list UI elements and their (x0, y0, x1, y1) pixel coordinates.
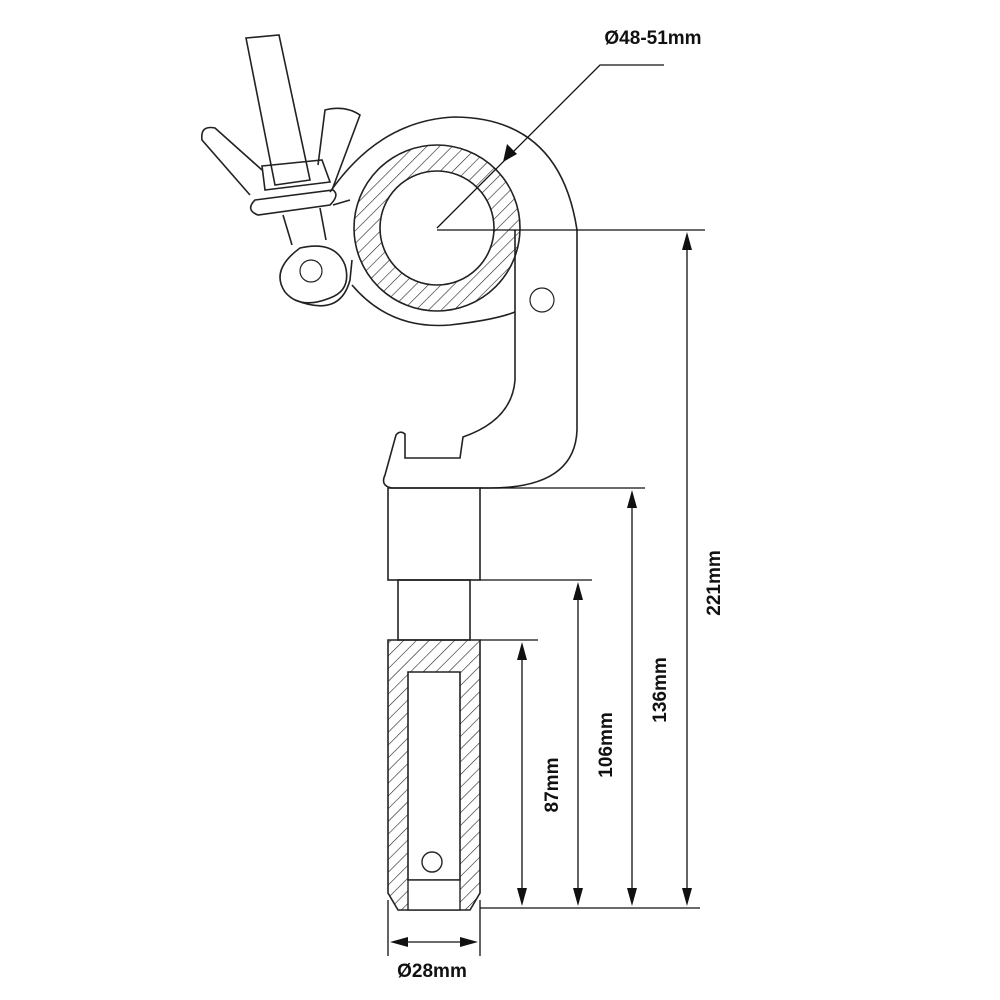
wing-bolt (200, 34, 361, 246)
spigot-hole-icon (421, 851, 443, 873)
overall-height-label: 221mm (704, 550, 725, 616)
pivot-pin-icon (299, 259, 323, 283)
spigot-total-label: 136mm (650, 657, 671, 723)
rivet-icon (529, 287, 555, 313)
dimension-lines (387, 64, 705, 956)
spigot (387, 487, 481, 911)
spigot-hatched-label: 87mm (542, 758, 563, 813)
spigot-diameter-label: Ø28mm (397, 961, 467, 982)
spigot-mid-label: 106mm (596, 712, 617, 778)
clamp-body (279, 116, 578, 489)
tube-diameter-label: Ø48-51mm (604, 28, 701, 49)
